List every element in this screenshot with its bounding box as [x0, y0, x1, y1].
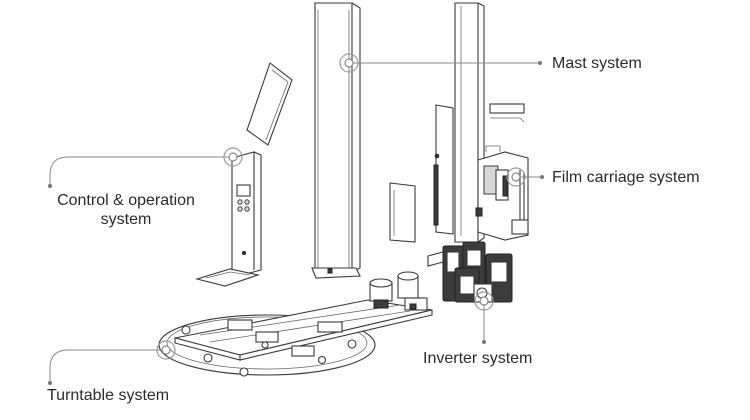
callout-control-leader [48, 147, 243, 188]
mast-column [311, 2, 361, 279]
side-panel [389, 182, 416, 243]
label-mast-system: Mast system [552, 55, 642, 72]
label-turntable-system: Turntable system [47, 387, 170, 404]
film-carriage [475, 145, 529, 241]
turntable [158, 271, 433, 377]
label-inverter-system: Inverter system [423, 350, 533, 367]
label-control-line-2: system [100, 211, 152, 228]
label-control-operation-system: Control & operation system [44, 191, 208, 229]
control-box [194, 151, 262, 287]
callout-mast-leader [339, 53, 542, 73]
inverter-modules [427, 241, 513, 303]
loose-cover-panel [246, 62, 293, 146]
callout-inverter-leader [474, 291, 494, 344]
callout-film-carriage-leader [506, 167, 544, 187]
label-film-carriage-system: Film carriage system [552, 169, 700, 186]
callout-turntable-leader [48, 340, 176, 385]
label-control-line-1: Control & operation [57, 192, 195, 209]
